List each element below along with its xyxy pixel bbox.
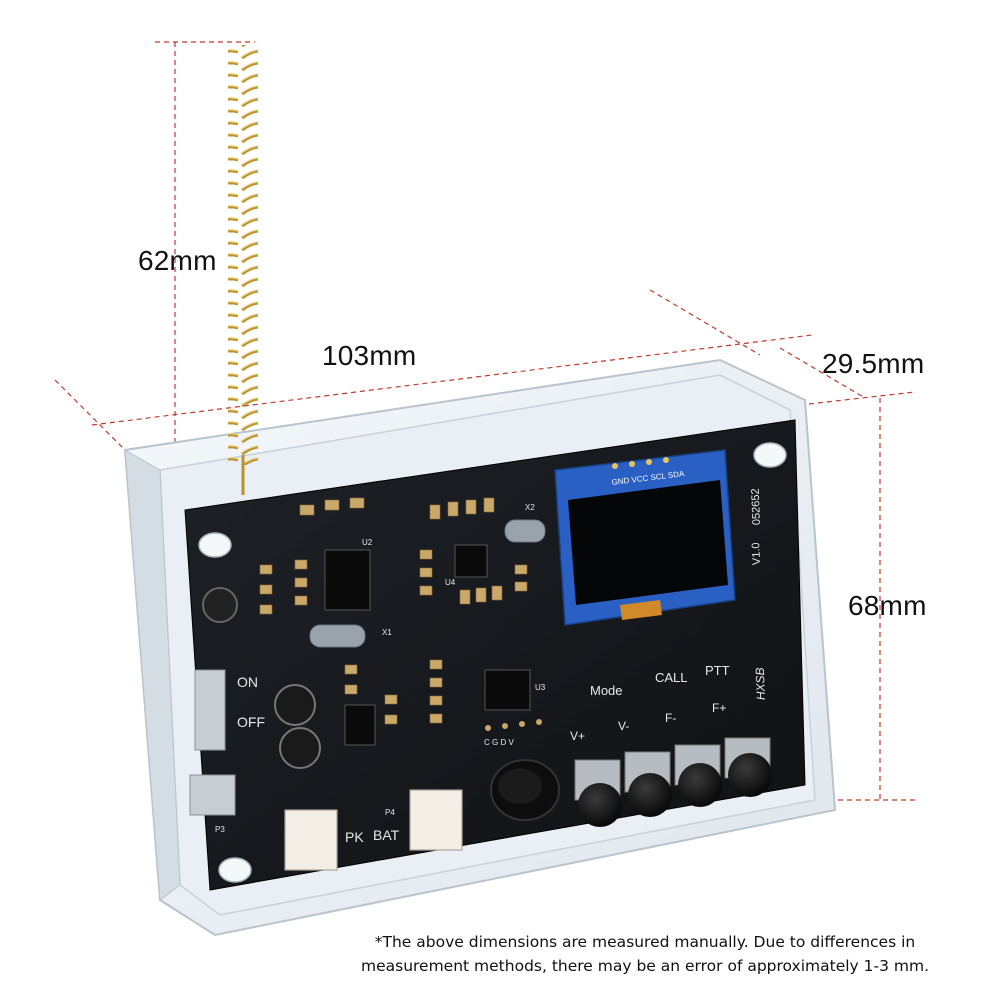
connectors xyxy=(189,669,463,871)
antenna-height-label: 62mm xyxy=(138,245,217,276)
mode-label: Mode xyxy=(590,683,623,698)
push-buttons xyxy=(574,737,772,827)
mic-pin-label: C G D V xyxy=(484,738,514,747)
on-label: ON xyxy=(237,674,258,690)
code-label: 052652 xyxy=(750,488,763,525)
version-label: V1.0 xyxy=(750,542,763,565)
f-minus-label: F- xyxy=(665,711,676,725)
call-label: CALL xyxy=(655,670,688,685)
u2-label: U2 xyxy=(362,538,373,547)
v-plus-label: V+ xyxy=(570,729,585,743)
u3-label: U3 xyxy=(535,683,546,692)
case-height-label: 68mm xyxy=(848,590,927,621)
microphone xyxy=(490,759,560,821)
v-minus-label: V- xyxy=(618,719,629,733)
length-label: 103mm xyxy=(322,340,417,371)
note-line-1: *The above dimensions are measured manua… xyxy=(374,933,916,951)
f-plus-label: F+ xyxy=(712,701,726,715)
depth-label: 29.5mm xyxy=(822,348,925,379)
u4-label: U4 xyxy=(445,578,456,587)
silkscreen-labels: GND VCC SCL SDA V1.0 052652 Mode CALL PT… xyxy=(215,469,768,845)
p3-label: P3 xyxy=(215,825,225,834)
x1-label: X1 xyxy=(382,628,392,637)
oled-screen xyxy=(554,449,736,626)
spring-antenna xyxy=(228,45,258,495)
brand-label: HXSB xyxy=(753,667,768,700)
p4-label: P4 xyxy=(385,808,395,817)
note-line-2: measurement methods, there may be an err… xyxy=(360,957,930,975)
ptt-label: PTT xyxy=(705,663,730,678)
off-label: OFF xyxy=(237,714,265,730)
case-posts xyxy=(198,442,787,883)
bat-label: BAT xyxy=(373,827,400,843)
x2-label: X2 xyxy=(525,503,535,512)
measurement-note: *The above dimensions are measured manua… xyxy=(300,930,990,978)
spk-label: PK xyxy=(345,829,364,845)
